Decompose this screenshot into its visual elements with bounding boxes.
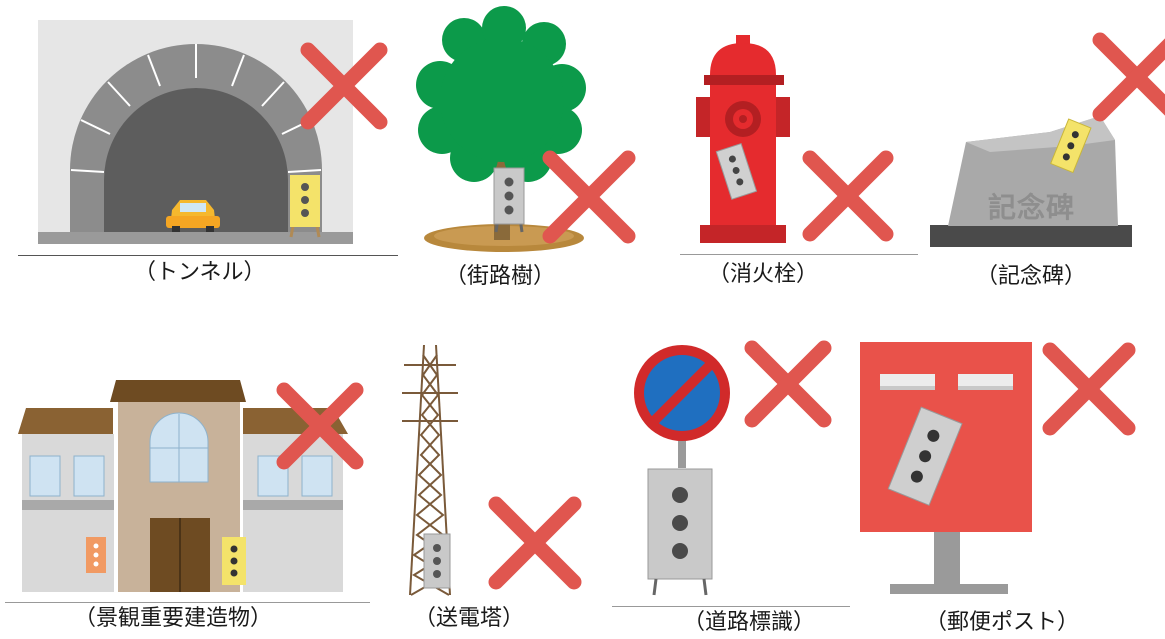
tree-panel	[412, 6, 592, 255]
monument-illustration	[930, 116, 1132, 247]
tower-panel	[400, 344, 460, 600]
tree-illustration	[416, 6, 586, 252]
signal-device-icon	[220, 537, 248, 587]
caption-tower: （送電塔）	[414, 606, 525, 631]
divider-line	[18, 255, 398, 256]
road-sign-illustration	[634, 345, 730, 596]
cross-mark-icon	[274, 380, 366, 472]
tower-illustration	[402, 344, 458, 596]
cross-mark-icon	[1040, 340, 1138, 438]
signal-device-icon	[84, 537, 108, 575]
cross-mark-icon	[800, 148, 896, 244]
caption-monument: （記念碑）	[976, 264, 1087, 289]
monument-engraving: 記念碑	[988, 191, 1076, 224]
signal-device-icon	[492, 167, 526, 233]
signal-device-icon	[1048, 118, 1094, 178]
car-icon	[166, 200, 220, 232]
cross-mark-icon	[540, 148, 638, 246]
monument-panel: 記念碑	[930, 110, 1135, 250]
cross-mark-icon	[742, 338, 834, 430]
caption-postbox: （郵便ポスト）	[925, 610, 1080, 635]
caption-building: （景観重要建造物）	[74, 606, 273, 631]
signal-device-icon	[423, 533, 451, 592]
caption-hydrant: （消火栓）	[708, 262, 819, 287]
cross-mark-icon	[1090, 30, 1165, 125]
divider-line	[680, 254, 918, 255]
divider-line	[612, 606, 850, 607]
cross-mark-icon	[298, 40, 390, 132]
caption-tunnel: （トンネル）	[134, 260, 266, 285]
signal-device-icon	[876, 404, 972, 514]
caption-sign: （道路標識）	[683, 610, 816, 635]
signal-device-icon	[287, 175, 323, 239]
tunnel-illustration	[38, 20, 353, 244]
tunnel-panel	[38, 20, 358, 245]
divider-line	[5, 602, 370, 603]
signal-device-icon	[715, 142, 758, 204]
caption-tree: （街路樹）	[445, 264, 556, 289]
cross-mark-icon	[486, 494, 584, 592]
road-sign-panel	[634, 343, 734, 598]
